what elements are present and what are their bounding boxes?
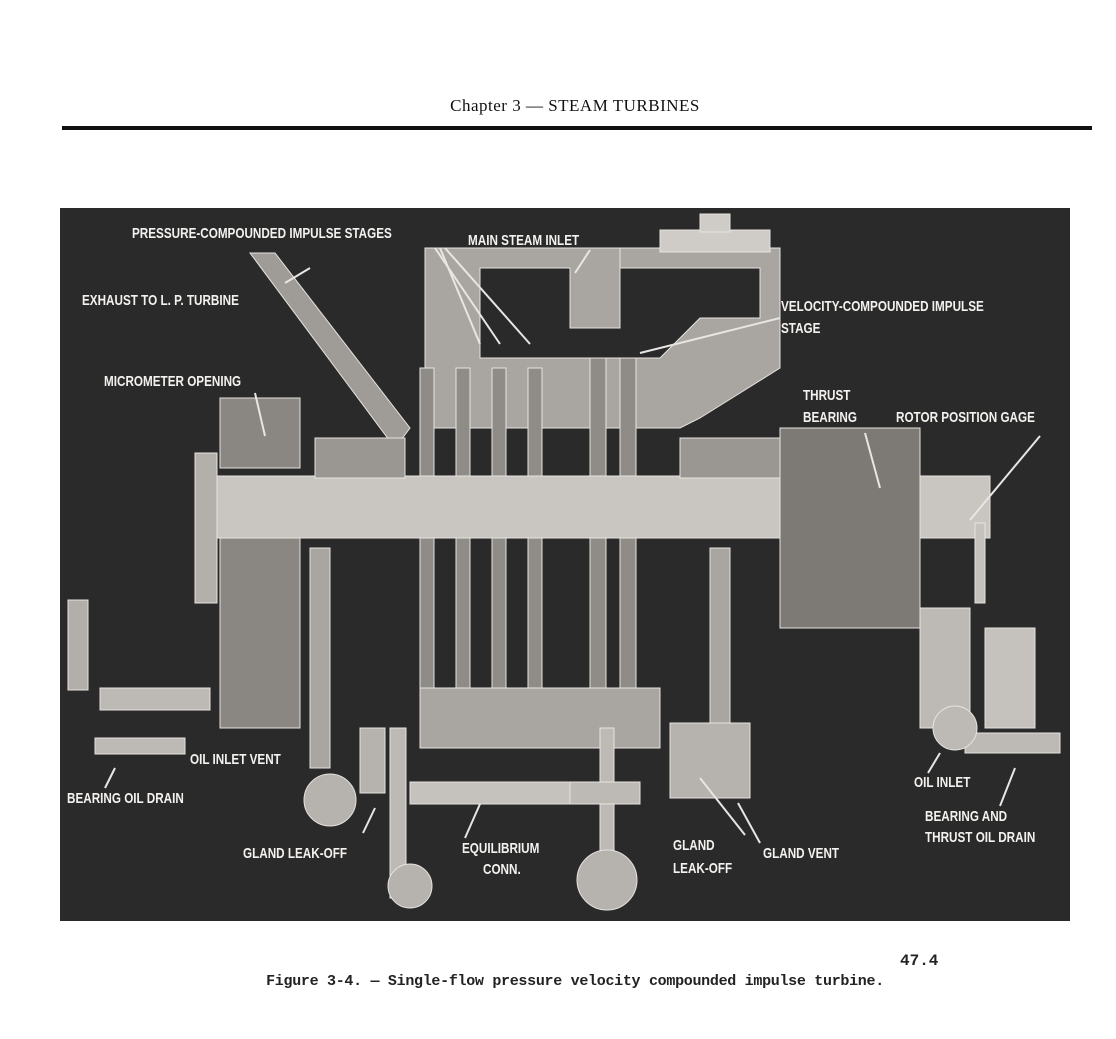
label-gland-leakoff-left: GLAND LEAK-OFF xyxy=(243,845,347,862)
label-bearing: BEARING xyxy=(803,409,857,426)
turbine-cutaway-illustration xyxy=(67,213,1061,911)
label-oil-inlet-vent: OIL INLET VENT xyxy=(190,751,281,768)
label-velocity-stage-2: STAGE xyxy=(781,320,821,337)
label-thrust: THRUST xyxy=(803,387,851,404)
label-micrometer-opening: MICROMETER OPENING xyxy=(104,373,242,390)
label-conn: CONN. xyxy=(483,861,521,878)
label-exhaust: EXHAUST TO L. P. TURBINE xyxy=(82,292,239,309)
label-bearing-and: BEARING AND xyxy=(925,808,1008,825)
label-leakoff-right: LEAK-OFF xyxy=(673,860,733,877)
turbine-figure: PRESSURE-COMPOUNDED IMPULSE STAGES MAIN … xyxy=(60,208,1070,921)
label-velocity-stage: VELOCITY-COMPOUNDED IMPULSE xyxy=(781,298,984,315)
label-equilibrium: EQUILIBRIUM xyxy=(462,840,540,857)
label-pressure-stages: PRESSURE-COMPOUNDED IMPULSE STAGES xyxy=(132,225,392,242)
header-rule xyxy=(62,126,1092,130)
label-gland-vent: GLAND VENT xyxy=(763,845,840,862)
label-oil-inlet: OIL INLET xyxy=(914,774,971,791)
label-gland-right: GLAND xyxy=(673,837,715,854)
label-rotor-position-gage: ROTOR POSITION GAGE xyxy=(896,409,1035,426)
label-main-steam-inlet: MAIN STEAM INLET xyxy=(468,232,580,249)
page-header: Chapter 3 — STEAM TURBINES xyxy=(450,96,700,115)
label-bearing-oil-drain: BEARING OIL DRAIN xyxy=(67,790,184,807)
label-thrust-oil-drain: THRUST OIL DRAIN xyxy=(925,829,1036,846)
figure-number: 47.4 xyxy=(900,952,939,970)
figure-caption: Figure 3-4. — Single-flow pressure veloc… xyxy=(266,973,884,990)
